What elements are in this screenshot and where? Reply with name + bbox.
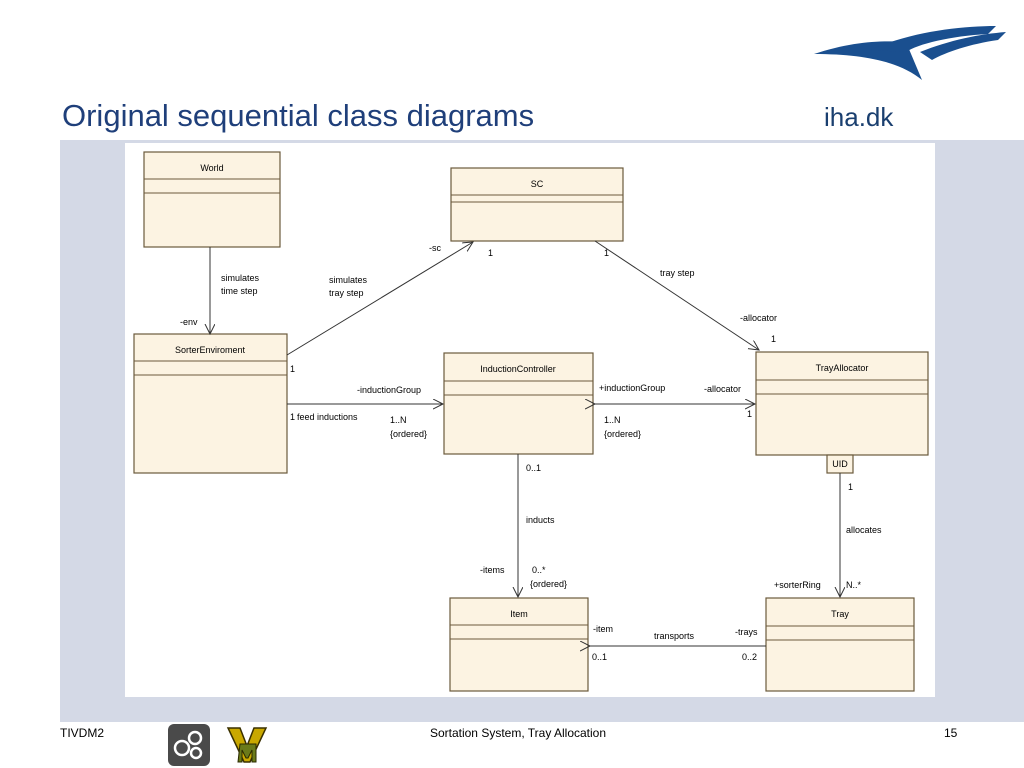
- label-items-ordered: {ordered}: [530, 579, 567, 589]
- gear-cluster-icon: [168, 724, 210, 766]
- class-tray-allocator[interactable]: TrayAllocator: [755, 351, 929, 456]
- label-sorter-env-mult: 1: [290, 364, 295, 374]
- label-feed-mult: 1: [290, 412, 295, 422]
- class-item-name: Item: [510, 609, 528, 619]
- class-diagram: World SC SorterEnviroment InductionContr…: [125, 143, 935, 697]
- label-allocates: allocates: [846, 525, 882, 535]
- label-induction-group-left: -inductionGroup: [357, 385, 421, 395]
- label-induction-group-right: +inductionGroup: [599, 383, 665, 393]
- label-feed-inductions: feed inductions: [297, 412, 358, 422]
- label-allocator-top: -allocator: [740, 313, 777, 323]
- class-item[interactable]: Item: [449, 597, 589, 692]
- logo-text: iha.dk: [824, 102, 894, 132]
- label-item-role: -item: [593, 624, 613, 634]
- class-induction-controller-name: InductionController: [480, 364, 556, 374]
- label-trays-mult: 0..2: [742, 652, 757, 662]
- class-induction-controller[interactable]: InductionController: [443, 352, 594, 455]
- uid-qualifier-label: UID: [832, 459, 848, 469]
- class-sorter-enviroment-name: SorterEnviroment: [175, 345, 246, 355]
- label-ic-mult: 0..1: [526, 463, 541, 473]
- label-items-mult: 0..*: [532, 565, 546, 575]
- class-sc-name: SC: [531, 179, 544, 189]
- assoc-sc-trayallocator: [594, 240, 759, 350]
- label-allocator-mid: -allocator: [704, 384, 741, 394]
- label-simulates-tray-2: tray step: [329, 288, 364, 298]
- label-env: -env: [180, 317, 198, 327]
- label-allocator-top-mult: 1: [771, 334, 776, 344]
- label-sc-role: -sc: [429, 243, 441, 253]
- footer-course: TIVDM2: [60, 726, 105, 740]
- label-tray-step: tray step: [660, 268, 695, 278]
- label-sorter-ring: +sorterRing: [774, 580, 821, 590]
- label-uid-mult: 1: [848, 482, 853, 492]
- page-number: 15: [944, 726, 958, 740]
- class-sc[interactable]: SC: [450, 167, 624, 242]
- label-n-mult: N..*: [846, 580, 862, 590]
- class-world[interactable]: World: [143, 151, 281, 248]
- slide-title: Original sequential class diagrams: [62, 98, 535, 133]
- label-item-mult: 0..1: [592, 652, 607, 662]
- swoosh-icon: [814, 26, 1006, 80]
- label-ordered-right: {ordered}: [604, 429, 641, 439]
- class-tray[interactable]: Tray: [765, 597, 915, 692]
- class-world-name: World: [200, 163, 223, 173]
- label-1n-left: 1..N: [390, 415, 407, 425]
- iha-logo: iha.dk: [814, 26, 1006, 132]
- label-simulates-time-1: simulates: [221, 273, 260, 283]
- uid-qualifier: UID: [826, 454, 854, 474]
- label-ordered-left: {ordered}: [390, 429, 427, 439]
- label-inducts: inducts: [526, 515, 555, 525]
- class-tray-allocator-name: TrayAllocator: [816, 363, 869, 373]
- vdm-logo-icon: [226, 727, 268, 763]
- assoc-sorter-sc: [286, 242, 473, 356]
- label-1n-right: 1..N: [604, 415, 621, 425]
- label-simulates-tray-1: simulates: [329, 275, 368, 285]
- footer-title: Sortation System, Tray Allocation: [429, 726, 607, 740]
- label-items-role: -items: [480, 565, 505, 575]
- label-trays-role: -trays: [735, 627, 758, 637]
- label-sc-mult-right: 1: [604, 248, 609, 258]
- class-tray-name: Tray: [831, 609, 849, 619]
- label-simulates-time-2: time step: [221, 286, 258, 296]
- label-transports: transports: [654, 631, 695, 641]
- class-sorter-enviroment[interactable]: SorterEnviroment: [133, 333, 288, 474]
- label-allocator-mid-mult: 1: [747, 409, 752, 419]
- label-sc-mult-left: 1: [488, 248, 493, 258]
